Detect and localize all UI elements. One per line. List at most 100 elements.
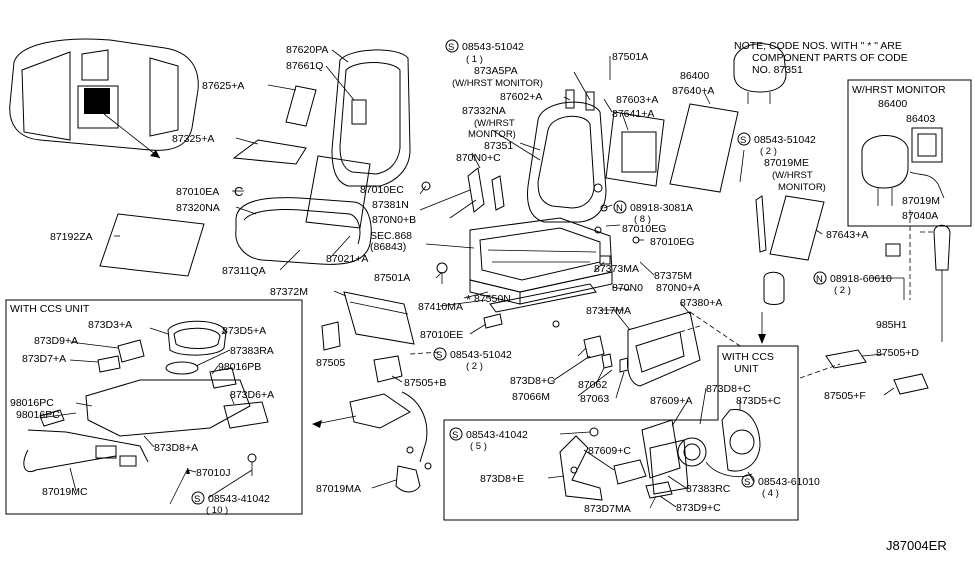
- label-87019me-sub1: (W/HRST: [772, 170, 813, 181]
- star-symbol: *: [466, 292, 471, 307]
- label-87372m: 87372M: [270, 286, 308, 298]
- screw-s-4: S: [194, 494, 200, 505]
- screw-s-6: S: [744, 477, 750, 488]
- nut-n-2: N: [816, 274, 823, 285]
- label-08543-51042-b: 08543-51042: [754, 134, 816, 146]
- label-87019ma: 87019MA: [316, 483, 361, 495]
- label-08543-41042-right-qty: ( 5 ): [470, 441, 487, 452]
- ccs-unit-left-box: [5, 299, 303, 515]
- label-87019me: 87019ME: [764, 157, 809, 169]
- diagram-code: J87004ER: [886, 538, 947, 553]
- label-87021a: 87021+A: [326, 253, 368, 265]
- label-873d7a: 873D7+A: [22, 353, 66, 365]
- hrst-box-title: W/HRST MONITOR: [852, 84, 946, 96]
- label-87505d: 87505+D: [876, 347, 919, 359]
- ccs-right-title-2: UNIT: [734, 363, 759, 375]
- label-87410ma: 87410MA: [418, 301, 463, 313]
- nut-symbol-2: [813, 271, 827, 285]
- label-87332na: 87332NA: [462, 105, 506, 117]
- label-98016pb: 98016PB: [218, 361, 261, 373]
- label-08543-51042-b-qty: ( 2 ): [760, 146, 777, 157]
- label-98016pc-2: 98016PC: [16, 409, 60, 421]
- label-87332na-sub1: (W/HRST: [474, 118, 515, 129]
- label-87332na-sub2: MONITOR): [468, 129, 516, 140]
- label-08543-51042-c-qty: ( 2 ): [466, 361, 483, 372]
- label-873d8g: 873D8+G: [510, 375, 555, 387]
- label-873d8e: 873D8+E: [480, 473, 524, 485]
- label-87641a: 87641+A: [612, 108, 654, 120]
- solid-leaders: [39, 49, 905, 509]
- label-87381n: 87381N: [372, 199, 409, 211]
- ccs-left-title: WITH CCS UNIT: [10, 303, 90, 315]
- seat-heater-pad: [99, 213, 205, 277]
- label-873d9a: 873D9+A: [34, 335, 78, 347]
- label-08918-3081a: 08918-3081A: [630, 202, 693, 214]
- hrst-label-87019m: 87019M: [902, 195, 940, 207]
- label-985h1: 985H1: [876, 319, 907, 331]
- label-08543-51042-c: 08543-51042: [450, 349, 512, 361]
- screw-symbol-6: [741, 474, 755, 488]
- hrst-label-86403: 86403: [906, 113, 935, 125]
- ccs-unit-right-box: [443, 345, 799, 521]
- label-873a5pa-sub: (W/HRST MONITOR): [452, 78, 543, 89]
- hrst-label-87040a: 87040A: [902, 210, 938, 222]
- label-873d9c: 873D9+C: [676, 502, 721, 514]
- label-sec868-sub: (86843): [370, 241, 406, 253]
- screw-s-2: S: [740, 135, 746, 146]
- label-87019me-sub2: MONITOR): [778, 182, 826, 193]
- label-870n0c: 870N0+C: [456, 152, 501, 164]
- label-87602a: 87602+A: [500, 91, 542, 103]
- nut-n-1: N: [616, 203, 623, 214]
- label-87320na: 87320NA: [176, 202, 220, 214]
- note-line-2: COMPONENT PARTS OF CODE: [752, 52, 908, 64]
- label-87373ma: 87373MA: [594, 263, 639, 275]
- hrst-monitor-box: [847, 79, 972, 227]
- label-87380a: 87380+A: [680, 297, 722, 309]
- seatback-cover-group: [99, 49, 411, 277]
- label-873d8c: 873D8+C: [706, 383, 751, 395]
- label-08543-41042-right: 08543-41042: [466, 429, 528, 441]
- label-98016pc-1: 98016PC: [10, 397, 54, 409]
- ccs-right-title-1: WITH CCS: [722, 351, 774, 363]
- label-87062: 87062: [578, 379, 607, 391]
- label-870n0: 870N0: [612, 282, 643, 294]
- part-labels: 87625+A 87620PA 87661Q 87325+A 87010EA C…: [10, 39, 947, 553]
- label-873d7ma: 873D7MA: [584, 503, 631, 515]
- label-08543-61010-qty: ( 4 ): [762, 488, 779, 499]
- label-86400: 86400: [680, 70, 709, 82]
- label-87010eg-2: 87010EG: [650, 236, 694, 248]
- label-08918-60610: 08918-60610: [830, 273, 892, 285]
- label-873d6a: 873D6+A: [230, 389, 274, 401]
- label-87010ee: 87010EE: [420, 329, 463, 341]
- label-08543-51042-a-qty: ( 1 ): [466, 54, 483, 65]
- label-87010ec: 87010EC: [360, 184, 404, 196]
- label-873d5a: 873D5+A: [222, 325, 266, 337]
- label-87643a: 87643+A: [826, 229, 868, 241]
- label-08543-61010: 08543-61010: [758, 476, 820, 488]
- label-08543-41042-left-qty: ( 10 ): [206, 505, 228, 516]
- nut-symbol-1: [613, 200, 627, 214]
- label-87375m: 87375M: [654, 270, 692, 282]
- label-87609a: 87609+A: [650, 395, 692, 407]
- label-87317ma: 87317MA: [586, 305, 631, 317]
- label-87640a: 87640+A: [672, 85, 714, 97]
- label-87351: 87351: [484, 140, 513, 152]
- label-87550n: 87550N: [474, 293, 511, 305]
- label-87609c: 87609+C: [588, 445, 631, 457]
- screw-symbol-4: [191, 491, 205, 505]
- label-87010eg-1: 87010EG: [622, 223, 666, 235]
- note-line-3: NO. 87351: [752, 64, 803, 76]
- label-87501a-top: 87501A: [612, 51, 648, 63]
- label-87066m: 87066M: [512, 391, 550, 403]
- label-87661q: 87661Q: [286, 60, 323, 72]
- label-08918-3081a-qty: ( 8 ): [634, 214, 651, 225]
- hrst-label-86400: 86400: [878, 98, 907, 110]
- label-sec868: SEC.868: [370, 230, 412, 242]
- label-873d8a: 873D8+A: [154, 442, 198, 454]
- label-873a5pa: 873A5PA: [474, 65, 518, 77]
- label-87325a: 87325+A: [172, 133, 214, 145]
- label-87010ea: 87010EA: [176, 186, 219, 198]
- label-87501a-mid: 87501A: [374, 272, 410, 284]
- seat-location-marker: [84, 88, 110, 114]
